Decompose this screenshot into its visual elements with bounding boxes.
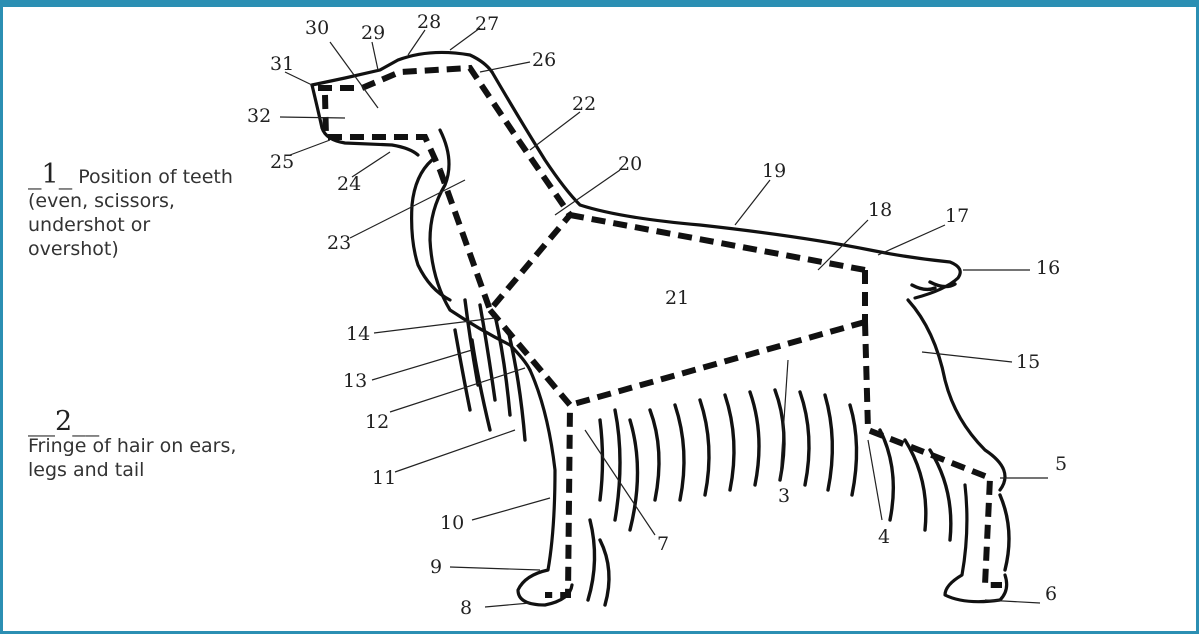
head-top-outline — [312, 52, 492, 85]
rear-thigh-outline — [908, 300, 1005, 490]
label-15: 15 — [1016, 351, 1040, 373]
label-25: 25 — [270, 151, 294, 173]
part-labels: 3 4 5 6 7 8 9 10 11 12 13 14 15 16 17 18… — [247, 11, 1067, 619]
label-17: 17 — [945, 205, 969, 227]
label-4: 4 — [878, 526, 890, 548]
label-12: 12 — [365, 411, 389, 433]
label-27: 27 — [475, 13, 499, 35]
measurement-lines — [318, 68, 1002, 595]
label-8: 8 — [460, 597, 472, 619]
label-30: 30 — [305, 17, 329, 39]
muzzle-dash — [325, 95, 440, 170]
label-23: 23 — [327, 232, 351, 254]
label-18: 18 — [868, 199, 892, 221]
label-14: 14 — [346, 323, 370, 345]
label-20: 20 — [618, 153, 642, 175]
back-of-neck-outline — [492, 72, 960, 298]
fringe-hair — [455, 282, 1009, 605]
label-16: 16 — [1036, 257, 1060, 279]
label-5: 5 — [1055, 453, 1067, 475]
label-31: 31 — [270, 53, 294, 75]
label-9: 9 — [430, 556, 442, 578]
chest-outline — [430, 130, 530, 370]
label-24: 24 — [337, 173, 361, 195]
label-11: 11 — [372, 467, 396, 489]
label-32: 32 — [247, 105, 271, 127]
label-3: 3 — [778, 485, 790, 507]
label-28: 28 — [417, 11, 441, 33]
label-29: 29 — [361, 22, 385, 44]
label-10: 10 — [440, 512, 464, 534]
neck-dash — [440, 170, 570, 310]
label-22: 22 — [572, 93, 596, 115]
label-21: 21 — [665, 287, 689, 309]
label-19: 19 — [762, 160, 786, 182]
label-26: 26 — [532, 49, 556, 71]
leader-lines — [280, 28, 1048, 607]
label-6: 6 — [1045, 583, 1057, 605]
label-13: 13 — [343, 370, 367, 392]
underline-dash — [570, 322, 865, 405]
label-7: 7 — [657, 533, 669, 555]
